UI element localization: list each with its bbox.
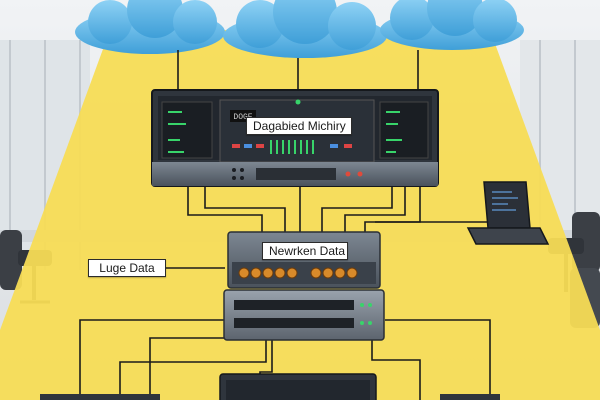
- code-display-text: DOGE: [233, 113, 252, 122]
- bottom-device-icon: [40, 394, 500, 400]
- left-node-label: Luge Data: [88, 259, 166, 277]
- network-cables: [79, 50, 491, 400]
- cloud-icon: [223, 0, 387, 58]
- cloud-icon: [380, 0, 524, 50]
- laptop-icon: [466, 181, 550, 245]
- bottom-server-icon: [219, 373, 377, 400]
- switch-label: Newrken Data: [262, 242, 348, 260]
- cloud-icon: [75, 0, 225, 54]
- server-icon: [151, 89, 439, 187]
- main-server-label: Dagabied Michiry: [246, 117, 352, 135]
